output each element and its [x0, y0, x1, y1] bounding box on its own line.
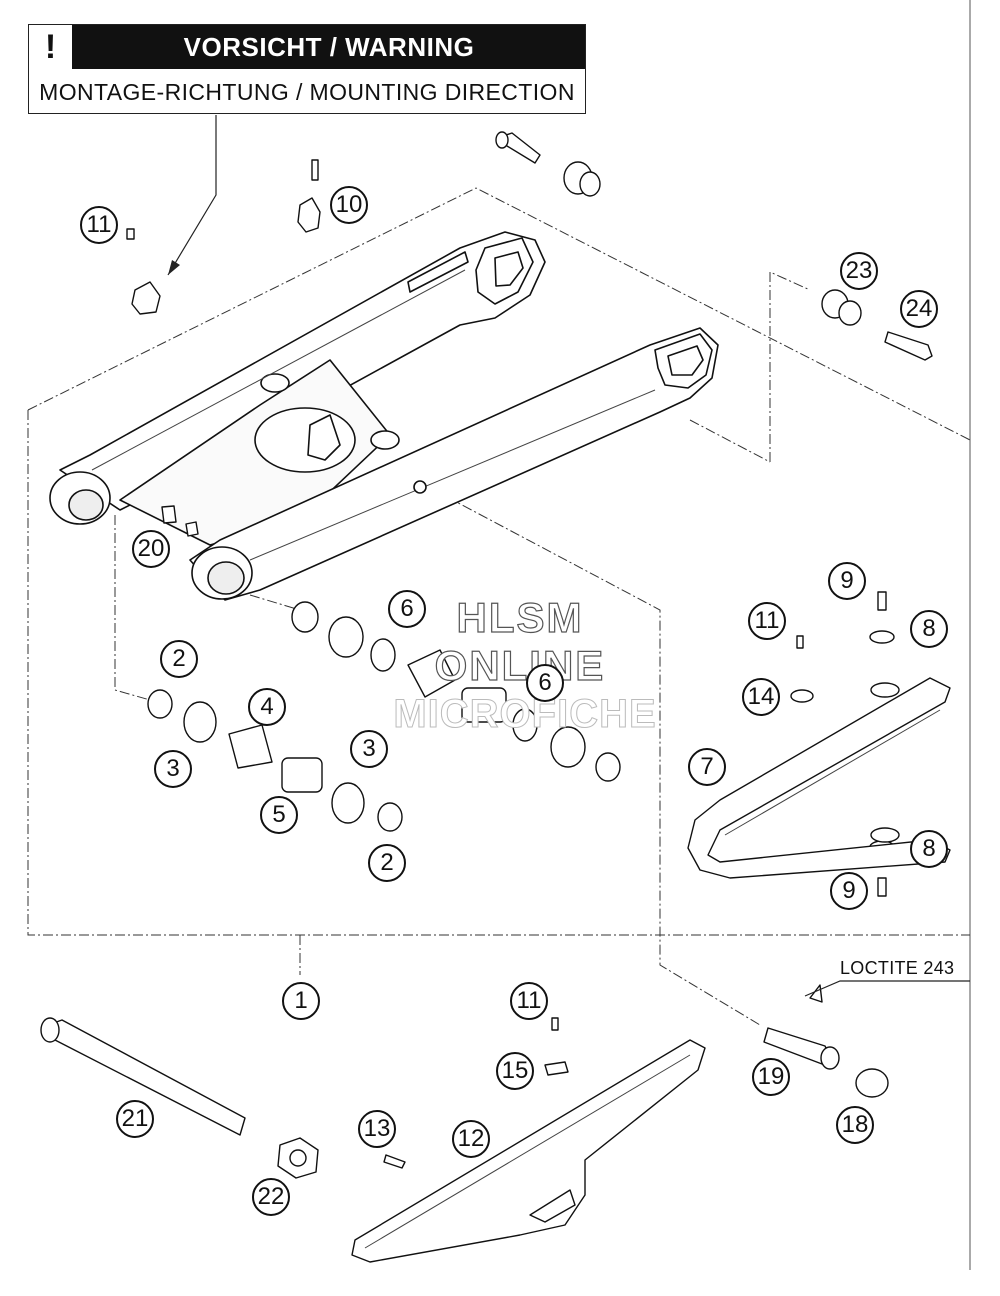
callout-4: 4 [248, 688, 286, 726]
loctite-label: LOCTITE 243 [840, 958, 955, 978]
warning-box: ! VORSICHT / WARNING MONTAGE-RICHTUNG / … [28, 24, 586, 114]
callout-2: 2 [160, 640, 198, 678]
callout-21: 21 [116, 1100, 154, 1138]
warning-title: VORSICHT / WARNING [183, 32, 475, 62]
callout-24: 24 [900, 290, 938, 328]
callout-1: 1 [282, 982, 320, 1020]
callout-2: 2 [368, 844, 406, 882]
callout-20: 20 [132, 530, 170, 568]
callout-15: 15 [496, 1052, 534, 1090]
callout-3: 3 [350, 730, 388, 768]
loctite-leader [804, 980, 970, 997]
callout-11: 11 [510, 982, 548, 1020]
callout-13: 13 [358, 1110, 396, 1148]
warning-leader [167, 115, 217, 276]
parts [40, 131, 951, 1263]
callout-19: 19 [752, 1058, 790, 1096]
callout-9: 9 [828, 562, 866, 600]
callout-18: 18 [836, 1106, 874, 1144]
callout-12: 12 [452, 1120, 490, 1158]
callout-5: 5 [260, 796, 298, 834]
assembly-boundary [27, 187, 971, 1026]
warning-icon: ! [29, 25, 73, 69]
callout-23: 23 [840, 252, 878, 290]
callout-10: 10 [330, 186, 368, 224]
callout-6: 6 [388, 590, 426, 628]
callout-11: 11 [80, 206, 118, 244]
callout-7: 7 [688, 748, 726, 786]
callout-6: 6 [526, 664, 564, 702]
callout-8: 8 [910, 610, 948, 648]
callout-3: 3 [154, 750, 192, 788]
warning-subtitle: MONTAGE-RICHTUNG / MOUNTING DIRECTION [39, 79, 575, 105]
callout-22: 22 [252, 1178, 290, 1216]
callout-14: 14 [742, 678, 780, 716]
swingarm [49, 231, 719, 601]
callout-11: 11 [748, 602, 786, 640]
callout-8: 8 [910, 830, 948, 868]
callout-9: 9 [830, 872, 868, 910]
